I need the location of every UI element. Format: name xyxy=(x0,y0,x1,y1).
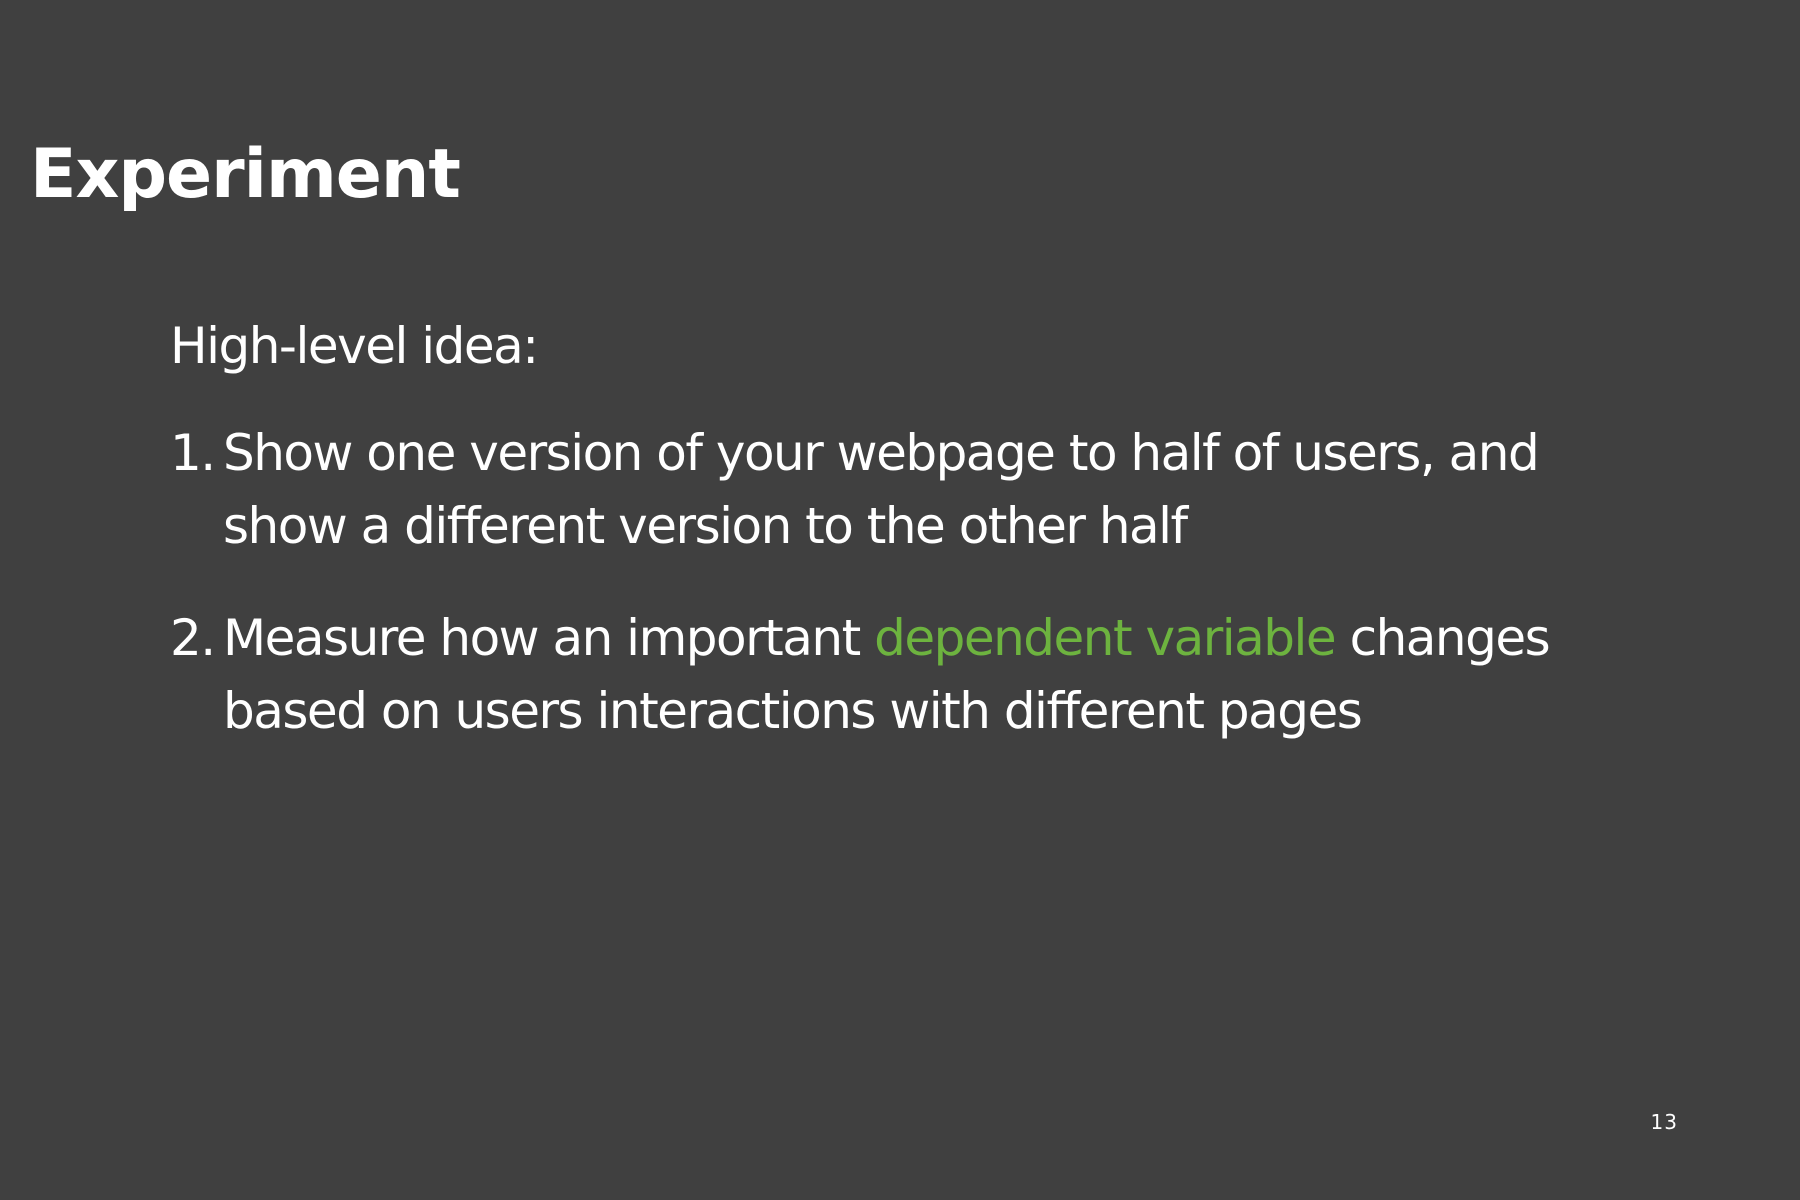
highlighted-term: dependent variable xyxy=(874,609,1337,667)
slide-body: High-level idea: 1. Show one version of … xyxy=(170,310,1690,787)
list-item-line: Show one version of your webpage to half… xyxy=(223,424,1540,482)
list-item-2: 2. Measure how an important dependent va… xyxy=(170,602,1690,748)
list-item-line: Measure how an important dependent varia… xyxy=(223,602,1690,675)
slide-title: Experiment xyxy=(30,135,461,214)
list-item-line: show a different version to the other ha… xyxy=(223,497,1188,555)
list-number: 1. xyxy=(170,424,216,482)
text-segment: Measure how an important xyxy=(223,609,875,667)
list-item-1: 1. Show one version of your webpage to h… xyxy=(170,417,1690,563)
numbered-list: 1. Show one version of your webpage to h… xyxy=(170,417,1690,748)
intro-text: High-level idea: xyxy=(170,317,539,375)
list-number: 2. xyxy=(170,609,216,667)
text-segment: changes xyxy=(1335,609,1551,667)
list-item-line: based on users interactions with differe… xyxy=(223,682,1363,740)
slide-number: 13 xyxy=(1650,1110,1678,1134)
